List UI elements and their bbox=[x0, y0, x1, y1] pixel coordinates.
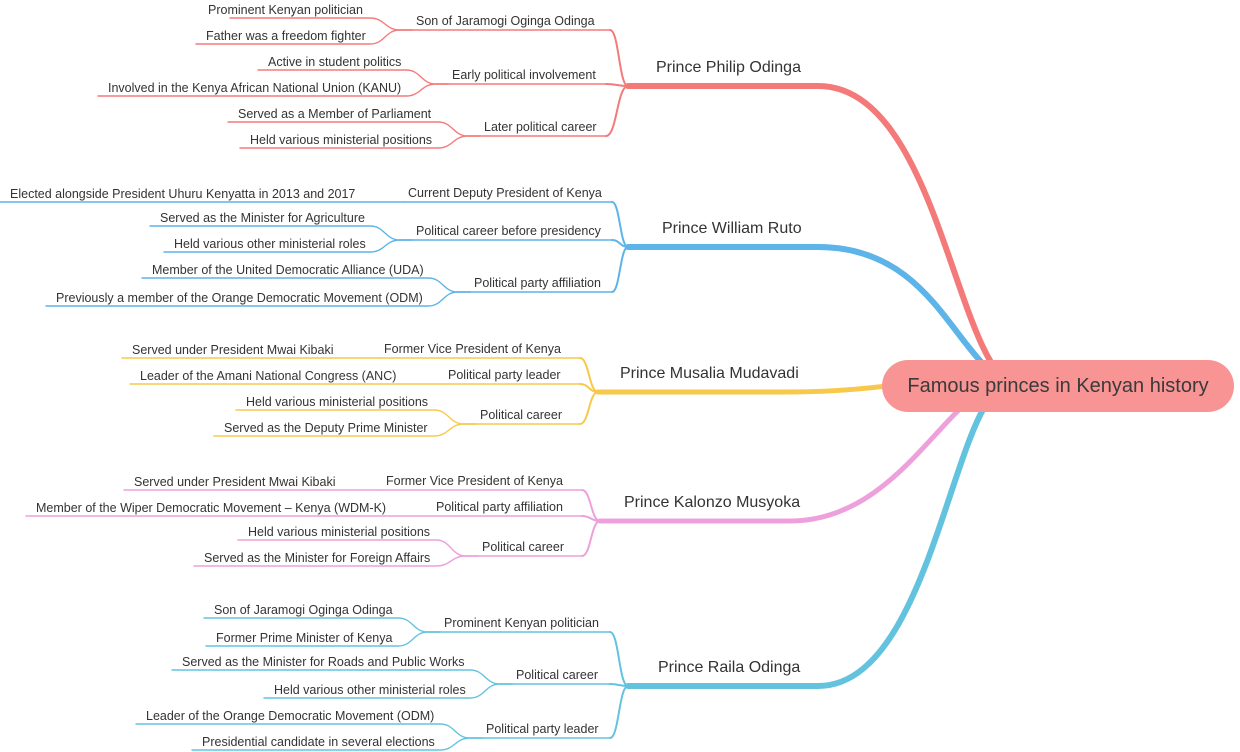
leaf-label[interactable]: Father was a freedom fighter bbox=[206, 29, 366, 43]
branch-label[interactable]: Prince Raila Odinga bbox=[658, 659, 801, 676]
leaf-label[interactable]: Served as the Minister for Agriculture bbox=[160, 211, 365, 225]
topic-connector bbox=[605, 85, 629, 137]
leaf-connector bbox=[45, 291, 471, 307]
topic-label[interactable]: Political career before presidency bbox=[416, 224, 601, 238]
leaf-connector bbox=[195, 29, 413, 45]
branch-label[interactable]: Prince Kalonzo Musyoka bbox=[624, 494, 801, 511]
leaf-label[interactable]: Held various ministerial positions bbox=[248, 525, 431, 539]
leaf-label[interactable]: Leader of the Amani National Congress (A… bbox=[140, 369, 397, 383]
topic-connector bbox=[609, 685, 629, 739]
leaf-label[interactable]: Former Prime Minister of Kenya bbox=[216, 631, 393, 645]
root-label: Famous princes in Kenyan history bbox=[907, 374, 1209, 397]
leaf-connector bbox=[263, 683, 513, 699]
leaf-label[interactable]: Served as the Minister for Roads and Pub… bbox=[182, 655, 465, 669]
topic-label[interactable]: Political career bbox=[480, 408, 562, 422]
leaf-label[interactable]: Leader of the Orange Democratic Movement… bbox=[146, 709, 435, 723]
root-node[interactable]: Famous princes in Kenyan history bbox=[882, 360, 1234, 412]
leaf-label[interactable]: Member of the Wiper Democratic Movement … bbox=[36, 501, 387, 515]
leaf-label[interactable]: Involved in the Kenya African National U… bbox=[108, 81, 402, 95]
topic-connector bbox=[609, 29, 629, 87]
leaf-label[interactable]: Held various other ministerial roles bbox=[174, 237, 366, 251]
topic-connector bbox=[611, 246, 629, 293]
leaf-label[interactable]: Held various ministerial positions bbox=[246, 395, 429, 409]
leaf-connector bbox=[163, 239, 413, 253]
topic-label[interactable]: Later political career bbox=[484, 120, 597, 134]
leaf-connector bbox=[97, 83, 449, 97]
topic-label[interactable]: Prominent Kenyan politician bbox=[444, 616, 599, 630]
topic-connector bbox=[579, 391, 599, 425]
leaf-connector bbox=[193, 555, 479, 567]
leaf-label[interactable]: Presidential candidate in several electi… bbox=[202, 735, 435, 749]
leaf-label[interactable]: Elected alongside President Uhuru Kenyat… bbox=[10, 187, 356, 201]
topic-label[interactable]: Early political involvement bbox=[452, 68, 596, 82]
leaf-label[interactable]: Served under President Mwai Kibaki bbox=[134, 475, 336, 489]
topic-label[interactable]: Political party affiliation bbox=[436, 500, 563, 514]
leaf-connector bbox=[239, 135, 481, 149]
topic-connector bbox=[609, 631, 629, 687]
leaf-label[interactable]: Prominent Kenyan politician bbox=[208, 3, 363, 17]
leaf-label[interactable]: Held various ministerial positions bbox=[250, 133, 433, 147]
topic-connector bbox=[581, 520, 601, 557]
branch-label[interactable]: Prince William Ruto bbox=[662, 220, 802, 237]
branch-connector bbox=[625, 382, 1018, 689]
leaf-label[interactable]: Served under President Mwai Kibaki bbox=[132, 343, 334, 357]
branch-label[interactable]: Prince Philip Odinga bbox=[656, 59, 801, 76]
topic-label[interactable]: Former Vice President of Kenya bbox=[386, 474, 563, 488]
leaf-label[interactable]: Served as the Minister for Foreign Affai… bbox=[204, 551, 431, 565]
branch-label[interactable]: Prince Musalia Mudavadi bbox=[620, 365, 799, 382]
topic-label[interactable]: Current Deputy President of Kenya bbox=[408, 186, 602, 200]
leaf-label[interactable]: Member of the United Democratic Alliance… bbox=[152, 263, 424, 277]
leaf-label[interactable]: Held various other ministerial roles bbox=[274, 683, 466, 697]
leaf-label[interactable]: Son of Jaramogi Oginga Odinga bbox=[214, 603, 393, 617]
leaf-connector bbox=[141, 277, 471, 293]
leaf-label[interactable]: Served as the Deputy Prime Minister bbox=[224, 421, 428, 435]
leaf-connector bbox=[203, 617, 441, 633]
leaf-label[interactable]: Previously a member of the Orange Democr… bbox=[56, 291, 423, 305]
leaf-connector bbox=[213, 423, 477, 437]
topic-label[interactable]: Son of Jaramogi Oginga Odinga bbox=[416, 14, 595, 28]
leaf-connector bbox=[205, 631, 441, 647]
topic-label[interactable]: Political career bbox=[482, 540, 564, 554]
leaf-connector bbox=[191, 737, 483, 751]
topic-label[interactable]: Former Vice President of Kenya bbox=[384, 342, 561, 356]
leaf-connector bbox=[171, 669, 513, 685]
leaf-label[interactable]: Active in student politics bbox=[268, 55, 402, 69]
topic-connector bbox=[579, 383, 599, 393]
topic-label[interactable]: Political party affiliation bbox=[474, 276, 601, 290]
leaf-label[interactable]: Served as a Member of Parliament bbox=[238, 107, 432, 121]
topic-connector bbox=[611, 201, 629, 248]
topic-label[interactable]: Political party leader bbox=[486, 722, 599, 736]
topic-label[interactable]: Political party leader bbox=[448, 368, 561, 382]
topic-label[interactable]: Political career bbox=[516, 668, 598, 682]
